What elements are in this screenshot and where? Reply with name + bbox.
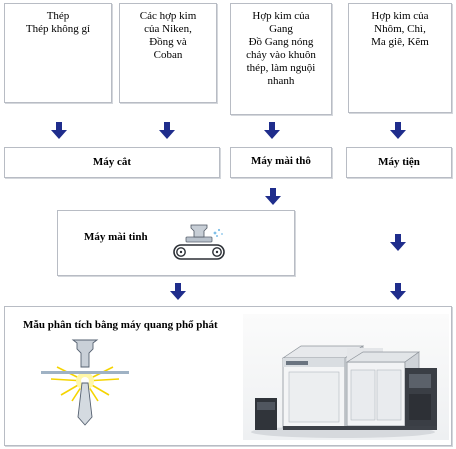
source-line: Thép (46, 10, 70, 22)
source-line: Coban (153, 49, 183, 61)
source-line: Hợp kim của (371, 10, 429, 22)
down-arrow-icon (389, 283, 407, 301)
process-box-fine-grinder: Máy mài tinh (57, 210, 295, 276)
source-line: Thép không gỉ (25, 23, 91, 35)
down-arrow-icon (263, 122, 281, 140)
source-line: chảy vào khuôn (246, 49, 316, 61)
source-box-aluminium-lead-magnesium-zinc: Hợp kim của Nhôm, Chì, Ma giê, Kẽm (348, 3, 452, 113)
source-box-nickel-copper-cobalt: Các hợp kim của Niken, Đồng và Coban (119, 3, 217, 103)
source-line: Đồ Gang nóng (248, 36, 314, 48)
source-line: Nhôm, Chì, (374, 23, 426, 35)
spectrometer-image (243, 314, 449, 440)
down-arrow-icon (389, 122, 407, 140)
process-label: Máy cắt (92, 156, 132, 168)
analysis-label: Mẫu phân tích bằng máy quang phổ phát (23, 319, 218, 331)
source-box-cast-iron: Hợp kim của Gang Đồ Gang nóng chảy vào k… (230, 3, 332, 115)
down-arrow-icon (264, 188, 282, 206)
process-box-rough-grinder: Máy mài thô (230, 147, 332, 178)
process-box-lathe: Máy tiện (346, 147, 452, 178)
source-line: nhanh (267, 75, 295, 87)
down-arrow-icon (158, 122, 176, 140)
process-label: Máy mài thô (251, 155, 311, 167)
conveyor-grinder-icon (166, 223, 232, 272)
process-label: Máy tiện (378, 156, 420, 168)
source-line: của Niken, (144, 23, 192, 35)
source-line: Hợp kim của (252, 10, 310, 22)
process-label: Máy mài tinh (84, 231, 148, 243)
down-arrow-icon (389, 234, 407, 252)
analysis-box: Mẫu phân tích bằng máy quang phổ phát (4, 306, 452, 446)
source-box-steel: Thép Thép không gỉ (4, 3, 112, 103)
down-arrow-icon (50, 122, 68, 140)
down-arrow-icon (169, 283, 187, 301)
spark-probe-icon (39, 339, 131, 434)
source-line: Đồng và (149, 36, 187, 48)
source-line: thép, làm nguội (246, 62, 316, 74)
source-line: Gang (269, 23, 293, 35)
process-box-cutter: Máy cắt (4, 147, 220, 178)
source-line: Các hợp kim (139, 10, 197, 22)
source-line: Ma giê, Kẽm (371, 36, 429, 48)
